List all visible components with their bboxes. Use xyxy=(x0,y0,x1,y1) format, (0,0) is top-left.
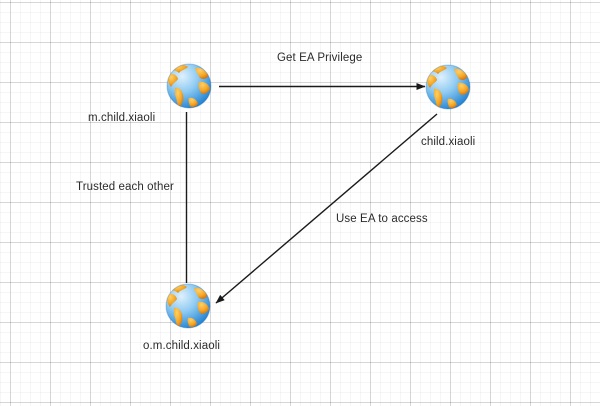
edge-label-use-ea-to-access: Use EA to access xyxy=(336,213,428,225)
globe-icon xyxy=(166,63,212,109)
edge-label-get-ea-privilege: Get EA Privilege xyxy=(277,52,363,64)
node-m-child-xiaoli[interactable] xyxy=(165,62,213,110)
edge-use-ea-to-access xyxy=(215,113,438,304)
node-o-m-child-xiaoli[interactable] xyxy=(164,282,212,330)
edge-label-trusted-each-other: Trusted each other xyxy=(76,181,174,193)
globe-icon xyxy=(425,64,471,110)
node-label-o-m-child-xiaoli: o.m.child.xiaoli xyxy=(143,340,221,352)
node-label-child-xiaoli: child.xiaoli xyxy=(421,136,476,148)
globe-icon xyxy=(165,283,211,329)
node-child-xiaoli[interactable] xyxy=(424,63,472,111)
node-label-m-child-xiaoli: m.child.xiaoli xyxy=(88,112,156,124)
